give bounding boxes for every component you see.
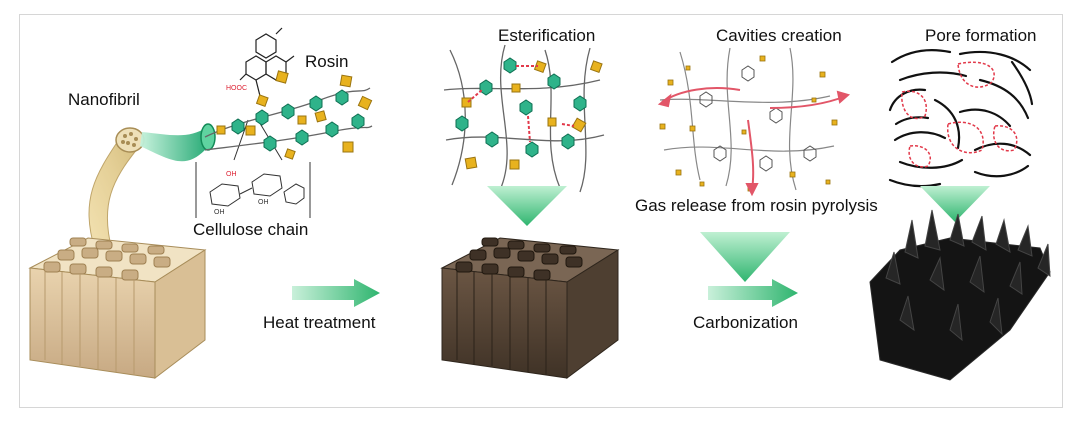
rosin-molecule: HOOC (226, 27, 295, 97)
modified-cellulose-chain (204, 70, 373, 160)
cellulose-chain-structure: OH OH OH (195, 119, 311, 218)
label-cavities-creation: Cavities creation (716, 26, 842, 45)
wood-block-light (28, 237, 207, 380)
carbonization-funnel (700, 232, 790, 282)
label-heat-treatment: Heat treatment (263, 313, 376, 332)
esterification-funnel (487, 186, 567, 226)
label-gas-release: Gas release from rosin pyrolysis (635, 196, 878, 215)
svg-text:OH: OH (226, 171, 237, 178)
wood-block-heated (440, 237, 620, 379)
carbonization-arrow (708, 279, 798, 307)
label-nanofibril: Nanofibril (68, 90, 140, 109)
svg-text:OH: OH (258, 199, 269, 206)
heat-treatment-arrow (292, 279, 380, 307)
label-pore-formation: Pore formation (925, 26, 1037, 45)
pore-network (888, 49, 1034, 222)
label-rosin: Rosin (305, 52, 349, 71)
svg-text:OH: OH (214, 209, 225, 216)
pore-funnel (920, 186, 990, 222)
cavities-network (657, 47, 851, 197)
svg-text:HOOC: HOOC (226, 85, 247, 92)
label-esterification: Esterification (498, 26, 596, 45)
label-carbonization: Carbonization (693, 313, 798, 332)
esterification-network (443, 44, 605, 226)
label-cellulose-chain: Cellulose chain (193, 220, 309, 239)
carbon-block (869, 209, 1051, 381)
